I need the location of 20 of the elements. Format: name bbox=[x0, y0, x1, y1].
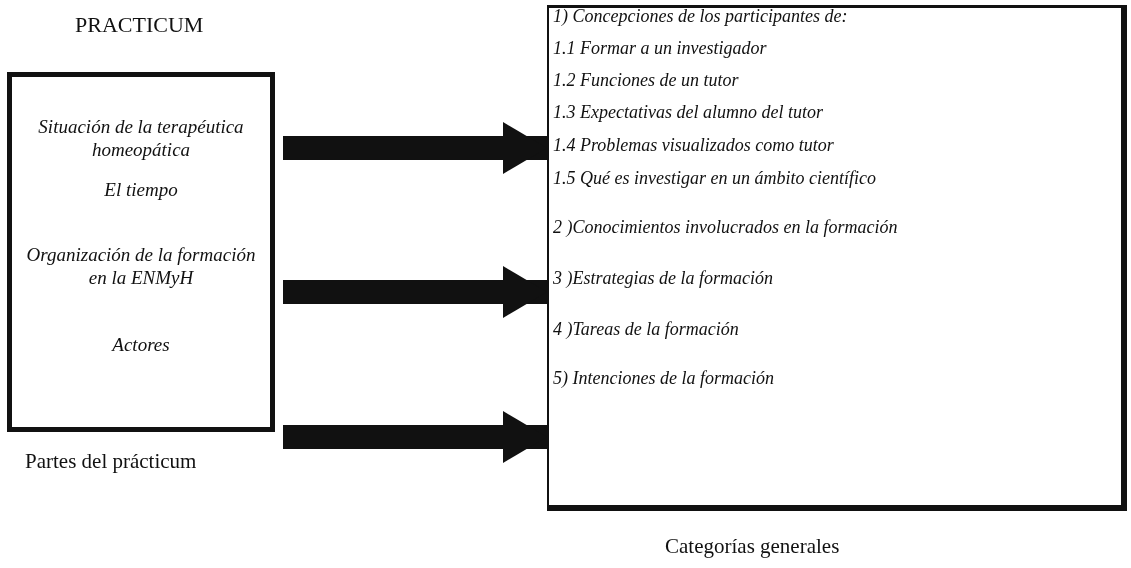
category-text: 2 )Conocimientos involucrados en la formación bbox=[553, 217, 898, 239]
node-label: Partes del prácticum bbox=[25, 449, 197, 475]
category-text: 4 )Tareas de la formación bbox=[553, 319, 739, 341]
category-text: 1.3 Expectativas del alumno del tutor bbox=[553, 102, 823, 124]
item-text: Actores bbox=[110, 333, 171, 356]
category-text: 5) Intenciones de la formación bbox=[553, 368, 774, 390]
node-label: Categorías generales bbox=[665, 534, 840, 560]
block-arrow bbox=[283, 411, 547, 463]
category-text: 1.4 Problemas visualizados como tutor bbox=[553, 135, 834, 157]
item-text: El tiempo bbox=[103, 178, 179, 201]
category-text: 1) Concepciones de los participantes de: bbox=[553, 6, 848, 28]
category-text: 3 )Estrategias de la formación bbox=[553, 268, 773, 290]
category-text: 1.5 Qué es investigar en un ámbito científico bbox=[553, 168, 876, 190]
category-text: 1.1 Formar a un investigador bbox=[553, 38, 767, 60]
heading: PRACTICUM bbox=[75, 12, 204, 39]
block-arrow bbox=[283, 266, 547, 318]
item-text: Situación de la terapéutica homeopática bbox=[37, 115, 245, 161]
category-text: 1.2 Funciones de un tutor bbox=[553, 70, 739, 92]
block-arrow bbox=[283, 122, 547, 174]
item-text: Organización de la formación en la ENMyH bbox=[25, 243, 257, 289]
